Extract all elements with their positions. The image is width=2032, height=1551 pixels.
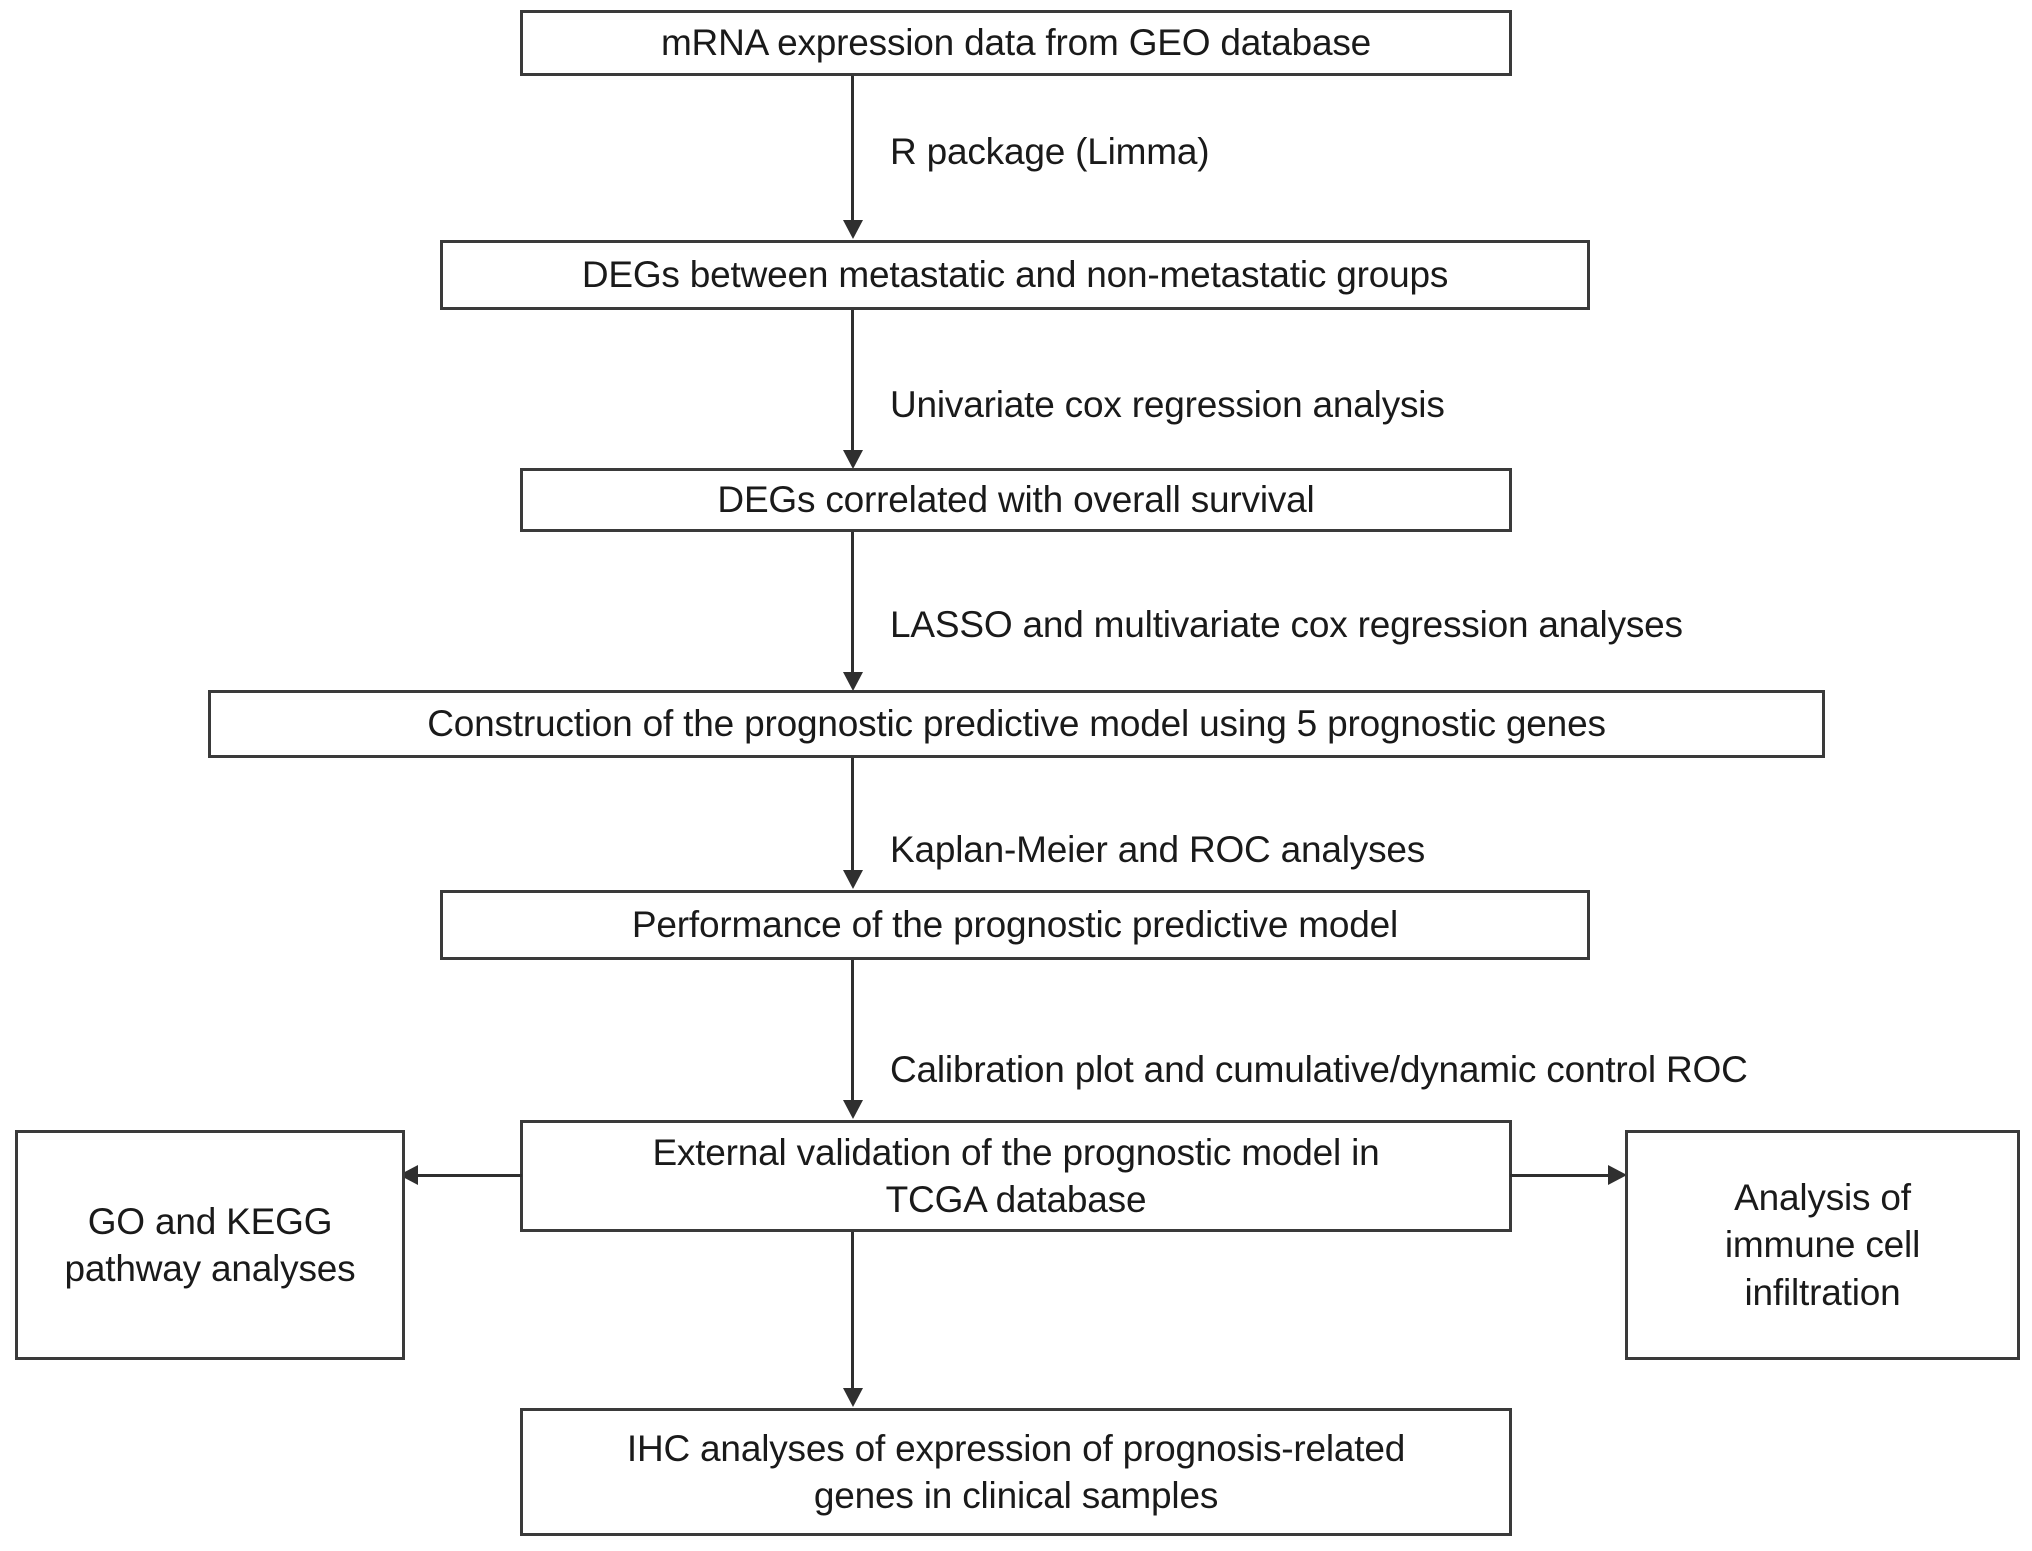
edge-label-r-package-limma: R package (Limma) — [890, 131, 1210, 172]
arrowhead-n1-to-n2 — [843, 220, 863, 239]
node-ihc-analyses-clinical-samples: IHC analyses of expression of prognosis-… — [520, 1408, 1512, 1536]
arrowhead-n5-to-n6 — [843, 1100, 863, 1119]
node-ihc-analyses-clinical-samples-line1: IHC analyses of expression of prognosis-… — [626, 1427, 1406, 1469]
connector-n4-to-n5 — [851, 758, 854, 872]
node-external-validation-tcga-line2: TCGA database — [885, 1179, 1147, 1220]
arrowhead-n4-to-n5 — [843, 870, 863, 889]
edge-label-univariate-cox-regression: Univariate cox regression analysis — [890, 384, 1445, 425]
connector-n2-to-n3 — [851, 310, 854, 452]
arrowhead-n6-to-n9 — [843, 1388, 863, 1407]
node-degs-metastatic-vs-nonmetastatic: DEGs between metastatic and non-metastat… — [440, 240, 1590, 310]
edge-label-calibration-dynamic-roc: Calibration plot and cumulative/dynamic … — [890, 1049, 1748, 1090]
connector-n6-to-n7 — [418, 1174, 522, 1177]
arrowhead-n2-to-n3 — [843, 450, 863, 469]
connector-n1-to-n2 — [851, 76, 854, 222]
node-construction-prognostic-model-label: Construction of the prognostic predictiv… — [427, 703, 1606, 745]
node-immune-cell-infiltration-analysis-line1: Analysis of — [1734, 1176, 1911, 1218]
node-construction-prognostic-model: Construction of the prognostic predictiv… — [208, 690, 1825, 758]
edge-label-lasso-multivariate-cox: LASSO and multivariate cox regression an… — [890, 604, 1683, 645]
connector-n6-to-n8 — [1510, 1174, 1610, 1177]
node-mrna-expression-data-label: mRNA expression data from GEO database — [660, 22, 1372, 64]
node-immune-cell-infiltration-analysis: Analysis of immune cell infiltration — [1625, 1130, 2020, 1360]
connector-n6-to-n9 — [851, 1232, 854, 1390]
node-ihc-analyses-clinical-samples-line2: genes in clinical samples — [813, 1475, 1219, 1516]
node-degs-correlated-overall-survival: DEGs correlated with overall survival — [520, 468, 1512, 532]
node-go-kegg-pathway-analyses: GO and KEGG pathway analyses — [15, 1130, 405, 1360]
arrowhead-n3-to-n4 — [843, 672, 863, 691]
node-degs-correlated-overall-survival-label: DEGs correlated with overall survival — [717, 479, 1315, 521]
node-go-kegg-pathway-analyses-line2: pathway analyses — [64, 1248, 356, 1289]
node-immune-cell-infiltration-analysis-line2: immune cell — [1724, 1224, 1921, 1266]
connector-n5-to-n6 — [851, 960, 854, 1102]
connector-n3-to-n4 — [851, 532, 854, 674]
node-mrna-expression-data: mRNA expression data from GEO database — [520, 10, 1512, 76]
node-performance-prognostic-model: Performance of the prognostic predictive… — [440, 890, 1590, 960]
edge-label-kaplan-meier-roc: Kaplan-Meier and ROC analyses — [890, 829, 1426, 870]
node-degs-metastatic-vs-nonmetastatic-label: DEGs between metastatic and non-metastat… — [581, 254, 1449, 296]
node-external-validation-tcga: External validation of the prognostic mo… — [520, 1120, 1512, 1232]
node-external-validation-tcga-line1: External validation of the prognostic mo… — [652, 1131, 1380, 1173]
node-go-kegg-pathway-analyses-line1: GO and KEGG — [87, 1200, 333, 1242]
node-performance-prognostic-model-label: Performance of the prognostic predictive… — [631, 904, 1399, 946]
arrowhead-n6-to-n8 — [1608, 1165, 1627, 1185]
node-immune-cell-infiltration-analysis-line3: infiltration — [1744, 1271, 1901, 1313]
